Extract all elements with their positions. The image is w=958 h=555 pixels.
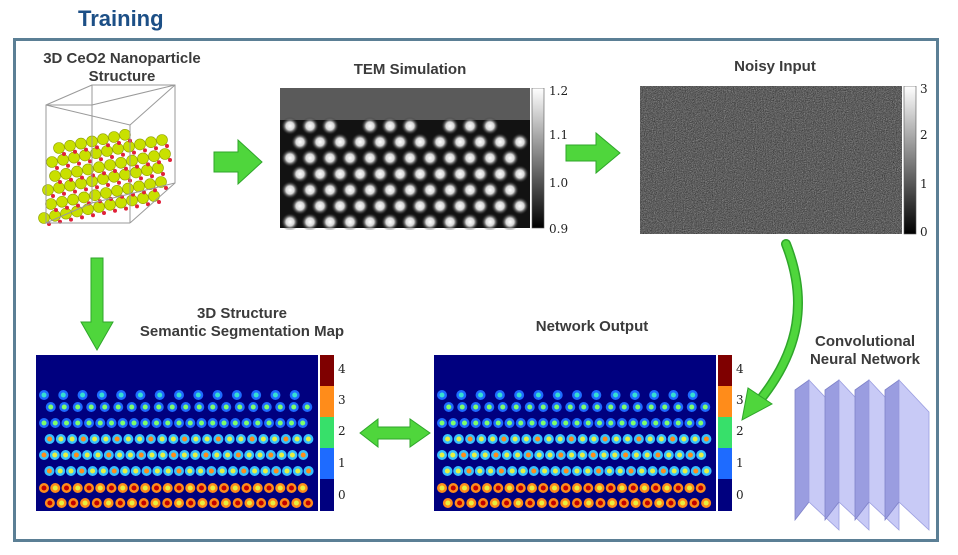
output-colorbar-tick-0: 0 — [736, 488, 744, 502]
cnn-label-line2: Neural Network — [809, 351, 921, 368]
nanoparticle-label-line1: 3D CeO2 Nanoparticle — [43, 50, 201, 67]
tem-colorbar-tick-3: 1.0 — [549, 176, 569, 190]
noisy-colorbar-tick-3: 1 — [920, 177, 928, 191]
noisy-label: Noisy Input — [734, 58, 816, 75]
noisy-colorbar-tick-1: 3 — [920, 82, 928, 96]
network-output-label: Network Output — [535, 318, 649, 335]
seg-colorbar-tick-3: 3 — [338, 393, 346, 407]
tem-label: TEM Simulation — [353, 61, 467, 78]
cnn-label: Convolutional Neural Network — [790, 333, 940, 369]
seg-colorbar-tick-1: 1 — [338, 456, 346, 470]
segmentation-colorbar — [320, 355, 334, 511]
output-colorbar-tick-2: 2 — [736, 424, 744, 438]
page-title: Training — [78, 6, 164, 31]
cnn-label-line1: Convolutional — [815, 333, 915, 350]
output-colorbar-tick-1: 1 — [736, 456, 744, 470]
segmentation-label: 3D Structure Semantic Segmentation Map — [112, 305, 372, 341]
segmentation-map-image — [36, 355, 334, 511]
output-colorbar-tick-4: 4 — [736, 362, 744, 376]
noisy-colorbar-tick-4: 0 — [920, 225, 928, 239]
tem-simulation-image — [280, 88, 545, 230]
arrow-structure-to-segmentation — [80, 257, 114, 352]
tem-colorbar-tick-2: 1.1 — [549, 128, 569, 142]
arrow-structure-to-tem — [213, 138, 263, 186]
arrow-tem-to-noisy — [565, 131, 621, 175]
noisy-colorbar-tick-2: 2 — [920, 128, 928, 142]
nanoparticle-structure — [38, 84, 176, 226]
seg-colorbar-tick-0: 0 — [338, 488, 346, 502]
nanoparticle-label: 3D CeO2 Nanoparticle Structure — [22, 50, 222, 86]
cnn-layers-icon — [794, 378, 930, 531]
nanoparticle-label-line2: Structure — [88, 68, 156, 85]
seg-colorbar-tick-2: 2 — [338, 424, 346, 438]
segmentation-label-line2: Semantic Segmentation Map — [139, 323, 345, 340]
arrow-segmentation-output-bidirectional — [359, 417, 431, 449]
tem-colorbar-tick-1: 1.2 — [549, 84, 569, 98]
training-frame — [13, 38, 939, 542]
noisy-input-image — [640, 86, 917, 235]
network-output-image — [434, 355, 732, 511]
segmentation-label-line1: 3D Structure — [196, 305, 288, 322]
seg-colorbar-tick-4: 4 — [338, 362, 346, 376]
tem-colorbar-tick-4: 0.9 — [549, 222, 569, 236]
output-colorbar-tick-3: 3 — [736, 393, 744, 407]
bounding-box — [45, 84, 176, 224]
network-output-colorbar — [718, 355, 732, 511]
